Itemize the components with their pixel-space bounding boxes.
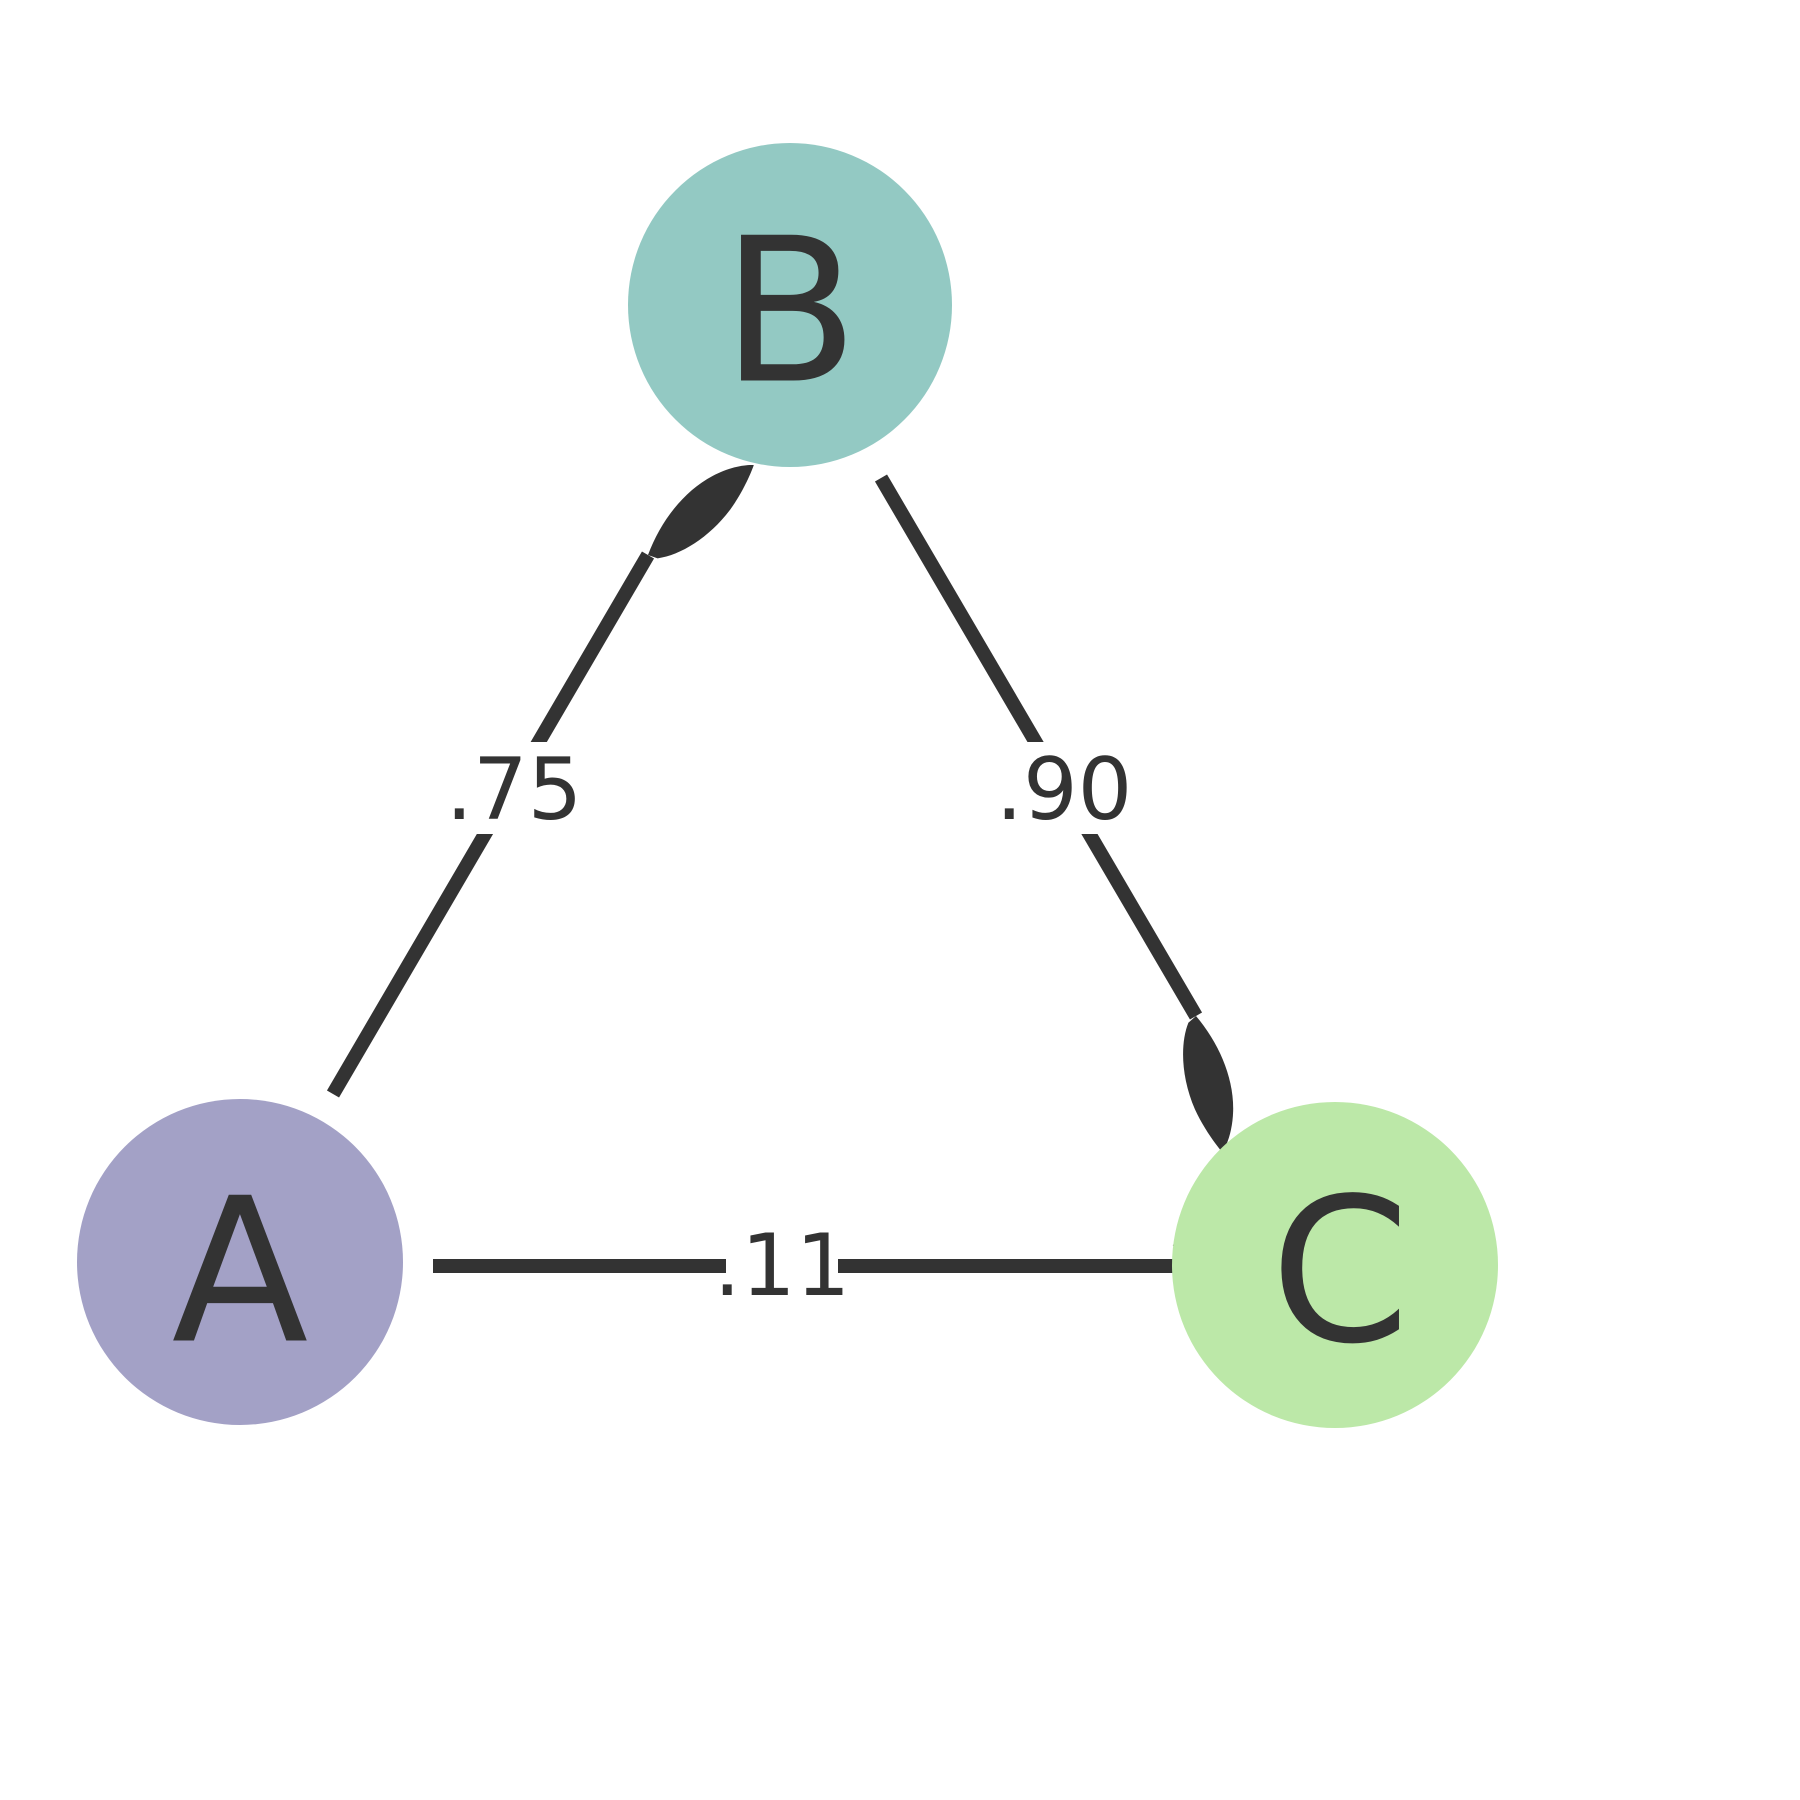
node-a[interactable]: A [77,1099,403,1425]
node-b-label: B [721,196,858,429]
edge-label-b-to-c-group: .90 [996,740,1133,840]
edge-label-b-to-c: .90 [996,740,1133,840]
node-c[interactable]: C [1172,1102,1498,1428]
edge-label-a-to-b: .75 [446,740,583,840]
edge-b-to-c-arrowhead [1183,1016,1234,1153]
edge-label-b-to-c-bg [1000,742,1128,834]
edge-label-a-to-c-bg [726,1218,838,1314]
edge-label-a-to-b-group: .75 [446,740,583,840]
node-c-circle[interactable] [1172,1102,1498,1428]
edge-label-a-to-b-bg [452,742,576,834]
node-b[interactable]: B [628,143,952,467]
edge-label-layer: .75 .90 .11 [446,740,1133,1316]
edge-label-a-to-c: .11 [714,1216,851,1316]
edge-label-a-to-c-group: .11 [714,1216,851,1316]
node-a-label: A [172,1156,309,1389]
node-b-circle[interactable] [628,143,952,467]
edge-a-to-b-arrowhead [648,465,754,559]
node-a-circle[interactable] [77,1099,403,1425]
node-c-label: C [1270,1156,1410,1389]
node-layer: B A C [77,143,1498,1428]
